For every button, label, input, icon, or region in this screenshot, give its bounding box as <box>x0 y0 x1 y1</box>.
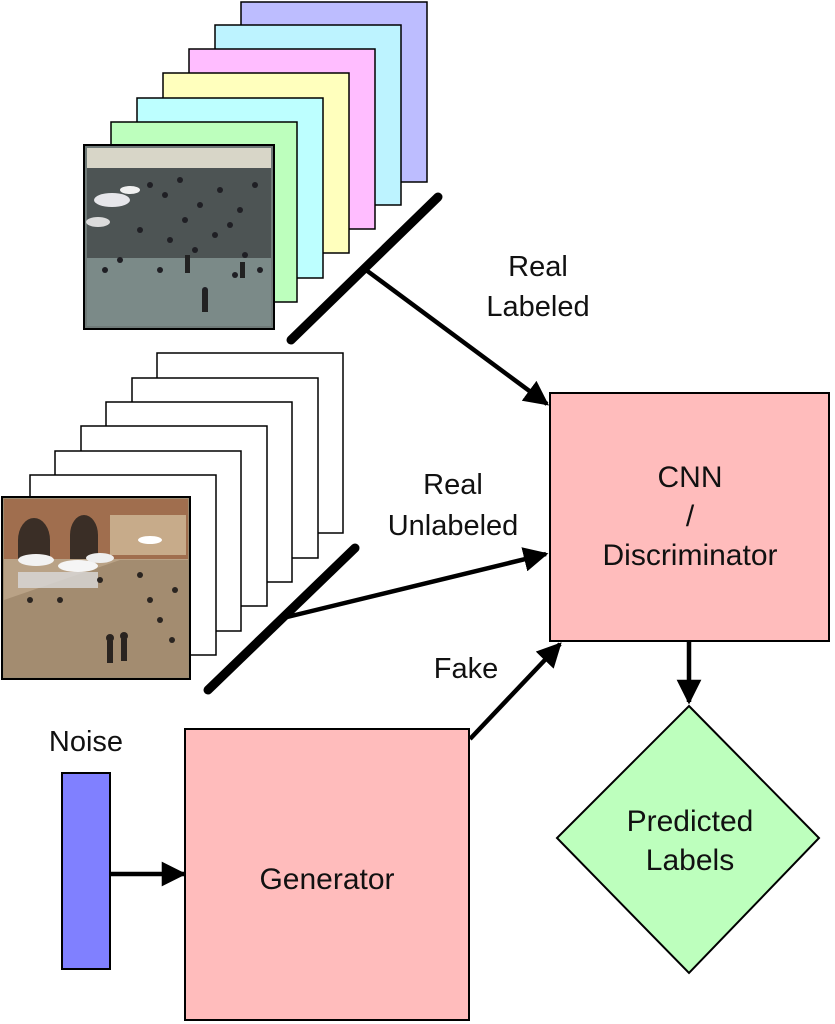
predicted-labels-diamond: Predicted Labels <box>555 704 821 975</box>
real-unlabeled-label-line2: Unlabeled <box>388 510 519 542</box>
real-labeled-label-line2: Labeled <box>486 291 589 323</box>
unlabeled-image-stack-icon <box>1 352 344 680</box>
cnn-label-line3: Discriminator <box>602 539 777 572</box>
predicted-label-line2: Labels <box>646 844 734 877</box>
arrow-unlabeled-to-cnn <box>282 547 549 621</box>
cnn-label-line1: CNN <box>658 461 723 494</box>
noise-label: Noise <box>49 726 123 758</box>
real-labeled-label-line1: Real <box>508 251 568 283</box>
unlabeled-stack-bar <box>203 543 360 695</box>
arrow-labeled-to-cnn <box>364 268 549 406</box>
labeled-image-stack-icon <box>83 1 428 330</box>
crowd-photo-unlabeled <box>1 496 191 680</box>
fake-label: Fake <box>434 653 498 685</box>
generator-box: Generator <box>184 728 470 1021</box>
noise-vector: Noise <box>49 726 123 970</box>
predicted-label-line1: Predicted <box>627 805 754 838</box>
real-unlabeled-label-line1: Real <box>423 469 483 501</box>
generator-label: Generator <box>259 863 394 896</box>
cnn-label-line2: / <box>686 500 695 533</box>
cnn-discriminator-box: CNN / Discriminator <box>549 392 830 642</box>
labeled-stack-bar <box>286 192 443 345</box>
crowd-photo-labeled <box>83 144 275 330</box>
arrow-generator-to-cnn <box>468 642 562 741</box>
